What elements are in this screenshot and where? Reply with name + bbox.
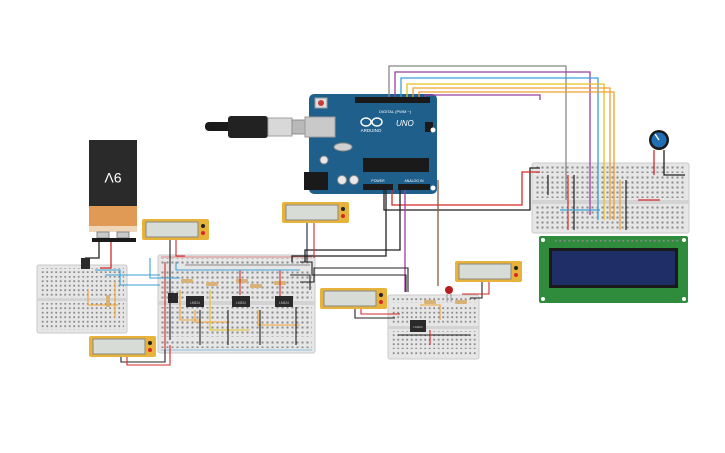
multimeter-4[interactable] bbox=[320, 288, 387, 309]
battery-label: 9V bbox=[104, 170, 122, 186]
potentiometer[interactable] bbox=[649, 130, 669, 150]
center-circuit: LM324 LM324 LM324 LM324 bbox=[81, 223, 490, 366]
op-amp-4[interactable]: LM324 bbox=[410, 320, 426, 332]
arduino-logo-icon bbox=[360, 117, 383, 127]
wire-battery-black bbox=[85, 242, 100, 259]
battery-9v[interactable]: 9V bbox=[89, 140, 137, 242]
multimeter-1[interactable] bbox=[142, 219, 209, 240]
wires-arduino-circuit bbox=[291, 167, 540, 292]
arduino-uno[interactable]: DIGITAL (PWM ~) ARDUINO UNO POWER ANALOG… bbox=[304, 94, 437, 194]
svg-text:LM324: LM324 bbox=[236, 301, 246, 305]
sensor-left[interactable] bbox=[81, 258, 90, 269]
resistors bbox=[106, 279, 467, 307]
breadboard-left[interactable] bbox=[36, 264, 128, 334]
digital-header-label: DIGITAL (PWM ~) bbox=[379, 109, 412, 114]
arduino-model: UNO bbox=[396, 119, 414, 128]
multimeter-3[interactable] bbox=[455, 261, 522, 282]
power-header-label: POWER bbox=[371, 179, 385, 183]
wire-pot-black bbox=[663, 150, 685, 176]
transistor[interactable] bbox=[168, 293, 178, 303]
svg-text:LM324: LM324 bbox=[190, 301, 200, 305]
usb-cable bbox=[205, 116, 323, 138]
wires-lcd-breadboard bbox=[547, 175, 660, 230]
svg-text:LM324: LM324 bbox=[413, 325, 423, 329]
wires-arduino-lcd bbox=[388, 65, 615, 220]
breadboard-center[interactable] bbox=[157, 254, 316, 354]
op-amp-3[interactable]: LM324 bbox=[275, 296, 293, 307]
multimeter-5[interactable] bbox=[89, 336, 156, 357]
multimeter-2[interactable] bbox=[282, 202, 349, 223]
op-amp-2[interactable]: LM324 bbox=[232, 296, 250, 307]
svg-text:LM324: LM324 bbox=[279, 301, 289, 305]
wire-battery-red bbox=[100, 242, 112, 269]
led[interactable] bbox=[445, 286, 453, 302]
analog-header-label: ANALOG IN bbox=[404, 179, 424, 183]
arduino-brand: ARDUINO bbox=[361, 128, 382, 133]
lcd-16x2[interactable] bbox=[539, 236, 688, 303]
op-amp-1[interactable]: LM324 bbox=[186, 296, 204, 307]
breadboard-small-right[interactable] bbox=[387, 294, 480, 360]
